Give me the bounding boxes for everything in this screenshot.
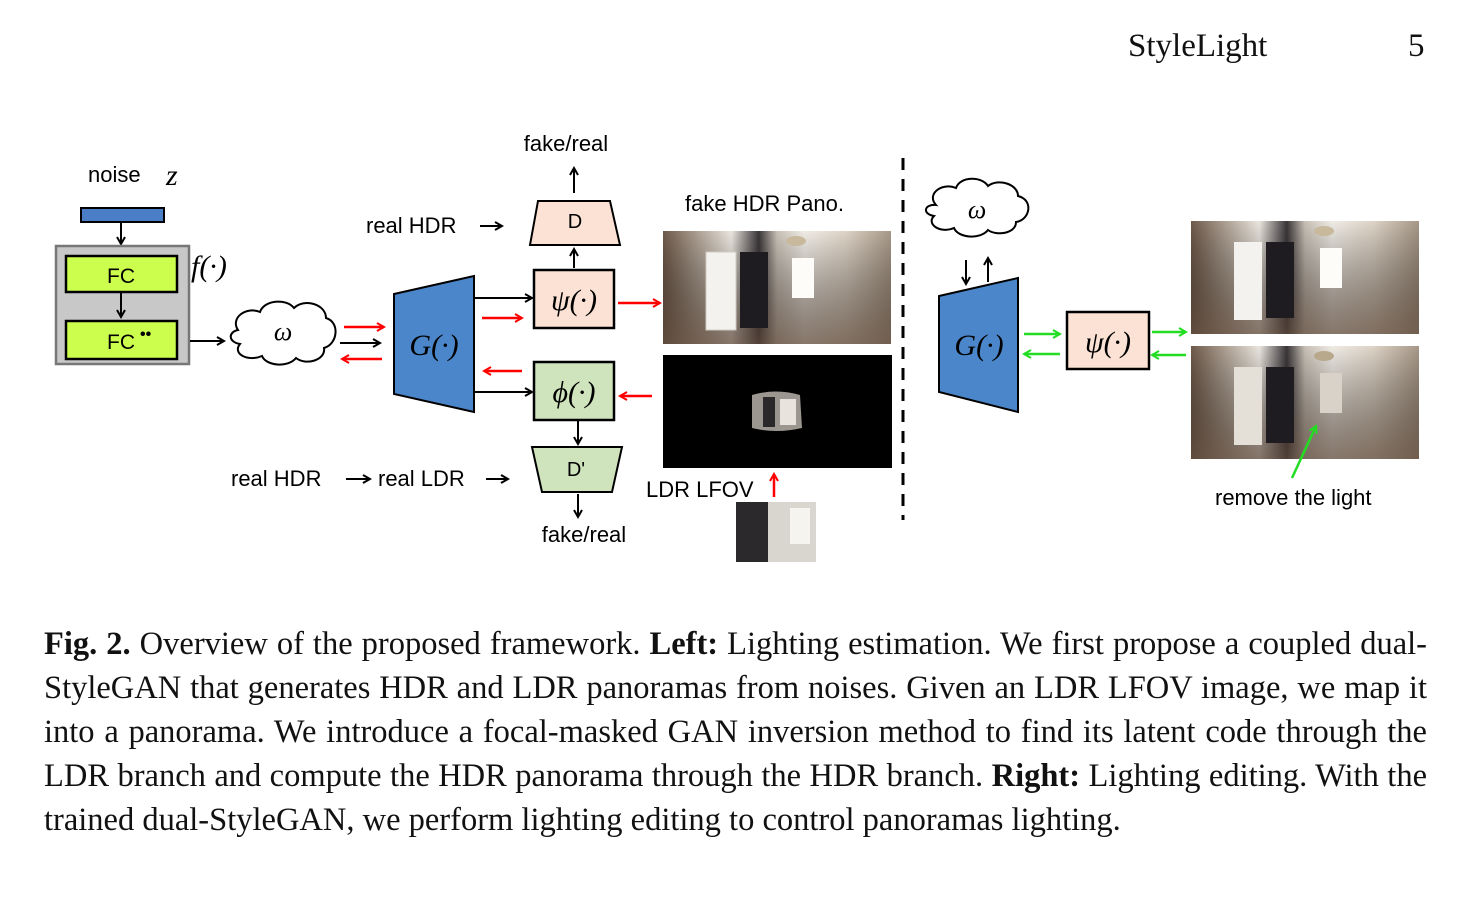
caption-intro: Overview of the proposed framework. (130, 626, 650, 662)
hdr-branch-psi-right (1065, 310, 1151, 371)
fake-hdr-panorama-image (663, 231, 891, 344)
framework-diagram: noise z FC FC •• f(·) ω G(·) fake/real D… (54, 131, 1419, 562)
caption-right-text: Lighting editing. With the trained dual-… (44, 758, 1427, 838)
fc-layer-2 (64, 319, 179, 361)
caption-right-label: Right: (991, 758, 1081, 794)
masked-ldr-panorama-image (663, 355, 892, 468)
fc-layer-2-label: FC (107, 331, 135, 354)
latent-omega-right: ω (968, 195, 986, 224)
ldr-lfov-input-image (736, 502, 816, 562)
framework-figure: noise z FC FC •• f(·) ω G(·) fake/real D… (54, 131, 1419, 562)
noise-label: noise (88, 162, 141, 187)
fc-layer-2-dots: •• (140, 326, 152, 343)
fc-layer-1 (64, 254, 179, 294)
latent-cloud-icon (229, 300, 337, 366)
caption-left-label: Left: (649, 626, 719, 662)
running-title: StyleLight (1128, 28, 1268, 64)
discriminator-hdr-label: D (568, 211, 582, 233)
latent-omega-left: ω (274, 317, 292, 346)
fake-hdr-pano-label: fake HDR Pano. (685, 191, 844, 216)
noise-input-bar (80, 207, 165, 223)
real-hdr-top-label: real HDR (366, 213, 456, 238)
generator-left-label: G(·) (409, 329, 458, 362)
fc-layer-1-label: FC (107, 265, 135, 288)
phi-label: ϕ(·) (552, 376, 595, 409)
hdr-branch-psi (532, 268, 616, 330)
real-hdr-bottom-label: real HDR (231, 466, 321, 491)
mapping-function-label: f(·) (191, 250, 227, 283)
latent-cloud-right-icon (925, 177, 1030, 238)
fake-real-top: fake/real (524, 131, 608, 156)
discriminator-ldr-label: D' (567, 459, 585, 481)
caption-fig-label: Fig. 2. (44, 626, 131, 662)
fake-real-bottom: fake/real (542, 522, 626, 547)
generator-right (938, 276, 1019, 414)
noise-z-symbol: z (165, 159, 178, 192)
ldr-lfov-label: LDR LFOV (646, 477, 754, 502)
ldr-branch-phi (532, 360, 616, 422)
discriminator-ldr (530, 446, 624, 493)
generator-left (393, 274, 475, 414)
page-number: 5 (1408, 28, 1425, 64)
figure-caption: Fig. 2. Overview of the proposed framewo… (44, 622, 1427, 842)
discriminator-hdr (528, 200, 622, 246)
caption-left-text: Lighting estimation. We first propose a … (44, 626, 1427, 794)
generator-right-label: G(·) (954, 329, 1003, 362)
edited-panorama-original-image (1191, 221, 1419, 334)
real-ldr-label: real LDR (378, 466, 465, 491)
psi-left-label: ψ(·) (551, 284, 597, 317)
psi-right-label: ψ(·) (1085, 326, 1131, 359)
remove-light-label: remove the light (1215, 485, 1372, 510)
edited-panorama-light-removed-image (1191, 346, 1419, 459)
